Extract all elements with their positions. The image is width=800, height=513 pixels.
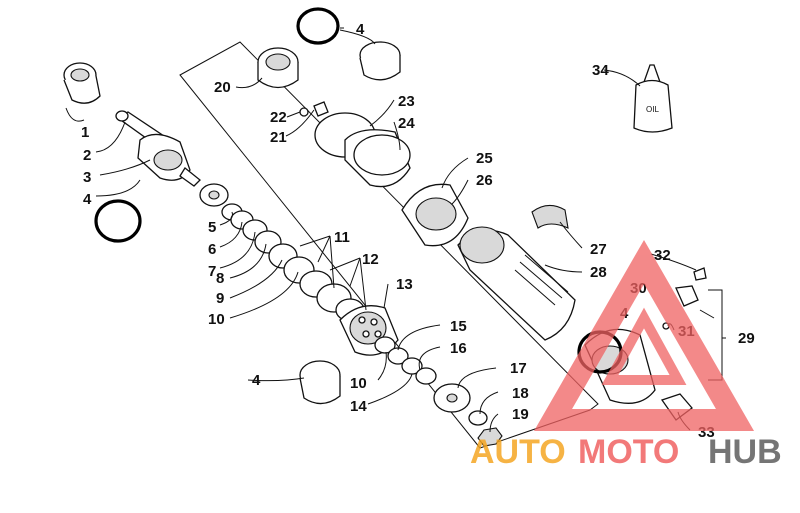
label-15: 15 [450, 318, 467, 335]
label-20: 20 [214, 79, 231, 96]
oil-bottle-label: OIL [646, 105, 659, 114]
assembly-outline [179, 41, 599, 449]
lower-shims [374, 336, 503, 447]
label-21: 21 [270, 129, 287, 146]
label-29: 29 [738, 330, 755, 347]
label-10-lower: 10 [350, 375, 367, 392]
label-5: 5 [208, 219, 216, 236]
part-27-clip [531, 204, 569, 229]
label-12: 12 [362, 251, 379, 268]
part-25-26-adjuster-nuts [401, 183, 469, 247]
label-23: 23 [398, 93, 415, 110]
label-22: 22 [270, 109, 287, 126]
part-34-oil-bottle: OIL [633, 64, 673, 133]
o-ring-top [296, 7, 340, 45]
label-2: 2 [83, 147, 91, 164]
label-1: 1 [81, 124, 89, 141]
part-1-top-bushing [63, 62, 101, 104]
label-11: 11 [334, 229, 350, 246]
label-27: 27 [590, 241, 607, 258]
label-17: 17 [510, 360, 527, 377]
label-16: 16 [450, 340, 467, 357]
part-4-bearing-ring-top [359, 41, 401, 81]
label-32: 32 [654, 247, 671, 264]
label-6: 6 [208, 241, 216, 258]
label-4-bottom: 4 [252, 372, 261, 389]
label-24: 24 [398, 115, 415, 132]
label-10: 10 [208, 311, 225, 328]
watermark-brand-auto: AUTO [470, 433, 566, 471]
part-4-bearing-ring-lower [299, 360, 341, 405]
part-21-22-valve [299, 101, 329, 117]
o-ring-left [94, 199, 142, 243]
label-28: 28 [590, 264, 607, 281]
label-19: 19 [512, 406, 529, 423]
watermark-brand-moto: MOTO [578, 433, 679, 471]
watermark-brand-hub: HUB [708, 433, 782, 471]
part-20-cap [257, 47, 299, 89]
label-8: 8 [216, 270, 224, 287]
label-3: 3 [83, 169, 91, 186]
label-13: 13 [396, 276, 413, 293]
label-9: 9 [216, 290, 224, 307]
label-25: 25 [476, 150, 493, 167]
watermark-logo [533, 239, 755, 431]
label-18: 18 [512, 385, 529, 402]
part-28-body-tube [457, 226, 576, 341]
part-2-3-shaft-eye [115, 110, 201, 187]
label-26: 26 [476, 172, 493, 189]
watermark-text: AUTO MOTO HUB [470, 433, 782, 471]
shim-stack [199, 183, 365, 322]
label-4-left: 4 [83, 191, 92, 208]
part-23-24-seals [314, 112, 411, 188]
label-14: 14 [350, 398, 367, 415]
label-7: 7 [208, 263, 216, 280]
label-4-top: 4 [356, 21, 365, 38]
label-34: 34 [592, 62, 609, 79]
